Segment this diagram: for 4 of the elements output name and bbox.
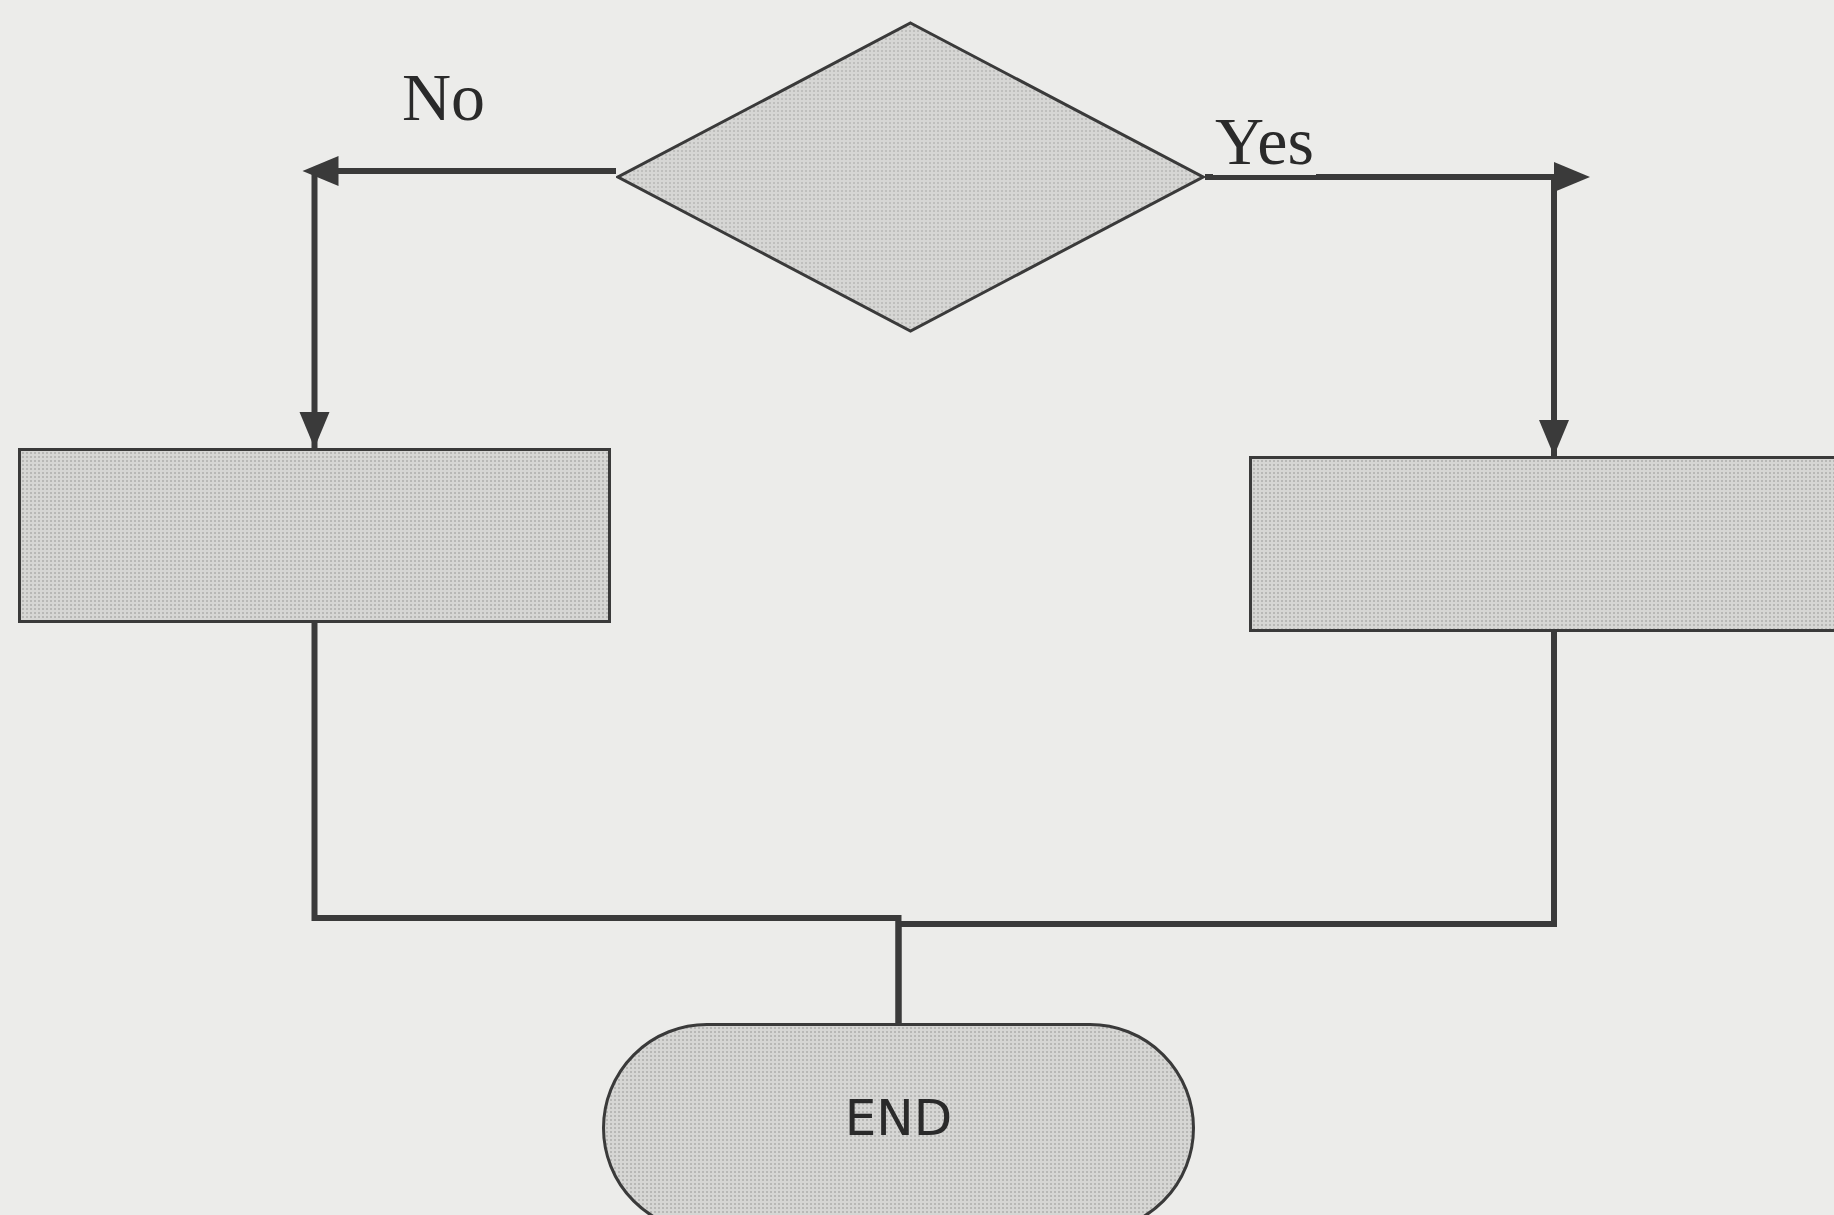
process-box	[1249, 456, 1834, 632]
process-box	[18, 448, 611, 623]
terminal-label: END	[844, 1089, 953, 1147]
decision-diamond	[616, 21, 1205, 333]
